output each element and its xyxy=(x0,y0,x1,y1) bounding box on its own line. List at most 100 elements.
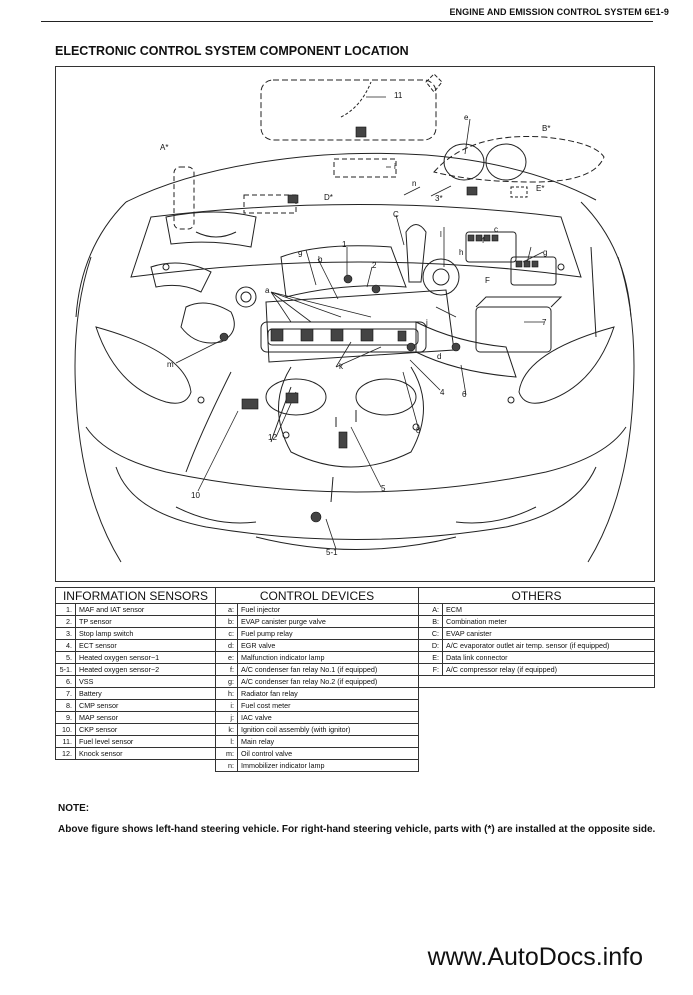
info-name: TP sensor xyxy=(75,615,216,628)
control-name: EVAP canister purge valve xyxy=(237,615,419,628)
empty-cell xyxy=(419,688,655,700)
callout-F: F xyxy=(485,276,490,285)
info-name: CKP sensor xyxy=(75,723,216,736)
info-name: CMP sensor xyxy=(75,699,216,712)
info-name: Heated oxygen sensor−2 xyxy=(75,663,216,676)
info-number: 3. xyxy=(55,627,76,640)
control-code: c: xyxy=(215,627,238,640)
callout-10: 10 xyxy=(191,491,200,500)
info-number: 9. xyxy=(55,711,76,724)
empty-cell xyxy=(417,675,656,688)
callout-g: g xyxy=(543,248,547,257)
other-code: A: xyxy=(418,603,443,616)
table-row: 9. MAP sensor j: IAC valve xyxy=(55,711,655,724)
callout-7: 7 xyxy=(542,318,547,327)
table-row: 6. VSS g: A/C condenser fan relay No.2 (… xyxy=(55,675,656,688)
callout-9: 9 xyxy=(298,250,303,259)
callout-c: c xyxy=(494,225,498,234)
other-name: Data link connector xyxy=(441,651,656,664)
callout-A: A* xyxy=(160,143,168,152)
empty-cell xyxy=(419,700,655,712)
table-row: 5-1. Heated oxygen sensor−2 f: A/C conde… xyxy=(55,663,656,676)
empty-cell xyxy=(419,760,655,772)
engine-bay-figure: 11 i e B* A* n E* D* 3* C l c f 1 9 h g … xyxy=(55,66,655,582)
empty-cell xyxy=(56,760,216,772)
callout-11: 11 xyxy=(394,91,403,100)
info-name: ECT sensor xyxy=(75,639,216,652)
table-header-row: INFORMATION SENSORS CONTROL DEVICES OTHE… xyxy=(55,587,656,604)
empty-cell xyxy=(419,736,655,748)
other-name: A/C evaporator outlet air temp. sensor (… xyxy=(441,639,656,652)
info-number: 5-1. xyxy=(55,663,76,676)
callout-3: 3* xyxy=(435,194,443,203)
callout-B: B* xyxy=(542,124,550,133)
control-code: j: xyxy=(215,711,238,724)
info-number: 10. xyxy=(55,723,76,736)
callout-l: l xyxy=(440,230,442,239)
other-code: E: xyxy=(418,651,443,664)
info-name: MAF and IAT sensor xyxy=(75,603,216,616)
info-name: VSS xyxy=(75,675,216,688)
table-row: 5. Heated oxygen sensor−1 e: Malfunction… xyxy=(55,651,656,664)
table-row: 11. Fuel level sensor l: Main relay xyxy=(55,735,655,748)
info-name: Heated oxygen sensor−1 xyxy=(75,651,216,664)
control-code: d: xyxy=(215,639,238,652)
table-row: 1. MAF and IAT sensor a: Fuel injector A… xyxy=(55,603,656,616)
callout-1: 1 xyxy=(342,240,347,249)
control-name: A/C condenser fan relay No.2 (if equippe… xyxy=(237,675,419,688)
empty-cell xyxy=(419,724,655,736)
table-row: 7. Battery h: Radiator fan relay xyxy=(55,687,655,700)
callout-m: m xyxy=(167,360,174,369)
other-code: B: xyxy=(418,615,443,628)
info-number: 2. xyxy=(55,615,76,628)
callout-k: k xyxy=(339,362,344,371)
control-name: IAC valve xyxy=(237,711,419,724)
control-code: l: xyxy=(215,735,238,748)
callout-4: 4 xyxy=(440,388,445,397)
control-name: Immobilizer indicator lamp xyxy=(237,759,419,772)
other-code: F: xyxy=(418,663,443,676)
other-name: A/C compressor relay (if equipped) xyxy=(441,663,656,676)
header-information-sensors: INFORMATION SENSORS xyxy=(55,587,216,604)
other-name: Combination meter xyxy=(441,615,656,628)
callout-6: 6 xyxy=(462,390,467,399)
table-row: 10. CKP sensor k: Ignition coil assembly… xyxy=(55,723,655,736)
control-code: g: xyxy=(215,675,238,688)
watermark: www.AutoDocs.info xyxy=(427,943,643,971)
table-row: 8. CMP sensor i: Fuel cost meter xyxy=(55,699,655,712)
info-number: 7. xyxy=(55,687,76,700)
callout-b: b xyxy=(318,255,323,264)
table-row: 12. Knock sensor m: Oil control valve xyxy=(55,747,655,760)
note-heading: NOTE: xyxy=(58,803,90,814)
table-row: 3. Stop lamp switch c: Fuel pump relay C… xyxy=(55,627,656,640)
control-code: i: xyxy=(215,699,238,712)
table-row: 2. TP sensor b: EVAP canister purge valv… xyxy=(55,615,656,628)
callout-8: 8 xyxy=(416,426,421,435)
control-name: Radiator fan relay xyxy=(237,687,419,700)
control-name: Main relay xyxy=(237,735,419,748)
callout-d: d xyxy=(437,352,441,361)
callout-j: j xyxy=(425,318,428,327)
component-table: INFORMATION SENSORS CONTROL DEVICES OTHE… xyxy=(55,587,656,772)
callout-f: f xyxy=(482,236,485,245)
table-row: 4. ECT sensor d: EGR valve D: A/C evapor… xyxy=(55,639,656,652)
page-title: ELECTRONIC CONTROL SYSTEM COMPONENT LOCA… xyxy=(55,44,409,58)
other-code: D: xyxy=(418,639,443,652)
info-number: 4. xyxy=(55,639,76,652)
info-number: 11. xyxy=(55,735,76,748)
info-name: Battery xyxy=(75,687,216,700)
engine-bay-illustration: 11 i e B* A* n E* D* 3* C l c f 1 9 h g … xyxy=(74,73,635,563)
info-number: 1. xyxy=(55,603,76,616)
callout-h: h xyxy=(459,248,463,257)
control-code: n: xyxy=(215,759,238,772)
callout-E: E* xyxy=(536,184,544,193)
header-others: OTHERS xyxy=(417,587,656,604)
callout-i: i xyxy=(394,162,396,171)
control-name: A/C condenser fan relay No.1 (if equippe… xyxy=(237,663,419,676)
control-name: Fuel cost meter xyxy=(237,699,419,712)
other-name: ECM xyxy=(441,603,656,616)
info-number: 6. xyxy=(55,675,76,688)
header-rule xyxy=(41,21,653,22)
callout-5: 5 xyxy=(381,484,386,493)
info-name: Stop lamp switch xyxy=(75,627,216,640)
